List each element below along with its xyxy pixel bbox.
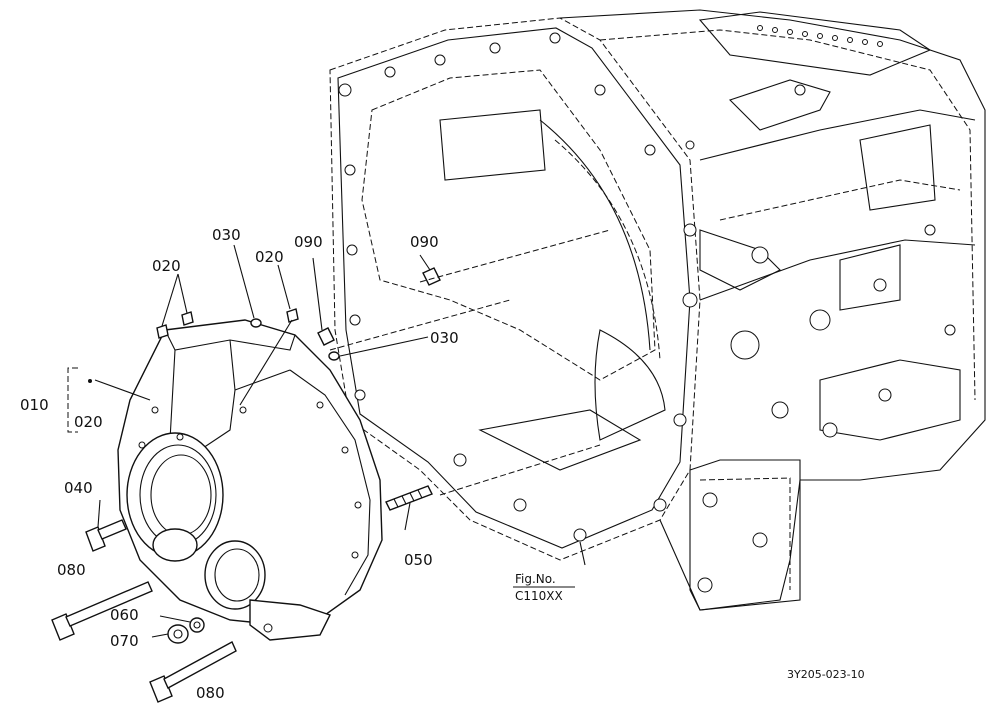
o-ring-030-top[interactable] <box>250 318 262 328</box>
callout-010[interactable]: 010 <box>20 396 49 414</box>
callout-050[interactable]: 050 <box>404 551 433 569</box>
callout-070[interactable]: 070 <box>110 632 139 650</box>
callout-080-bottom[interactable]: 080 <box>196 684 225 702</box>
fig-ref-line2[interactable]: C110XX <box>515 589 563 603</box>
plug-020-right[interactable] <box>286 308 299 323</box>
pin-plate-holes <box>757 25 883 47</box>
callout-030-mid[interactable]: 030 <box>430 329 459 347</box>
bearing-case-010[interactable] <box>117 319 383 641</box>
transmission-housing <box>329 9 986 611</box>
pin-090-left[interactable] <box>422 267 441 286</box>
callout-060[interactable]: 060 <box>110 606 139 624</box>
callout-040[interactable]: 040 <box>64 479 93 497</box>
bolt-080-top[interactable] <box>51 581 153 641</box>
callout-080-top[interactable]: 080 <box>57 561 86 579</box>
callout-020-left[interactable]: 020 <box>152 257 181 275</box>
callout-090-left[interactable]: 090 <box>410 233 439 251</box>
housing-bolt-holes <box>338 32 956 593</box>
callout-030-top[interactable]: 030 <box>212 226 241 244</box>
callout-020-right[interactable]: 020 <box>255 248 284 266</box>
callout-020-bracket[interactable]: 020 <box>74 413 103 431</box>
plug-020-left[interactable] <box>156 311 194 339</box>
leader-lines <box>67 229 611 638</box>
nut-070[interactable] <box>167 624 189 644</box>
callout-090-right[interactable]: 090 <box>294 233 323 251</box>
stud-050[interactable] <box>385 485 433 511</box>
pin-090-right[interactable] <box>317 327 335 346</box>
bolt-080-bottom[interactable] <box>149 641 237 703</box>
bolt-040[interactable] <box>85 519 127 552</box>
o-ring-030-mid[interactable] <box>328 351 340 361</box>
drawing-code: 3Y205-023-10 <box>787 668 865 681</box>
fig-ref-line1[interactable]: Fig.No. <box>515 572 556 586</box>
washer-060[interactable] <box>189 617 205 633</box>
